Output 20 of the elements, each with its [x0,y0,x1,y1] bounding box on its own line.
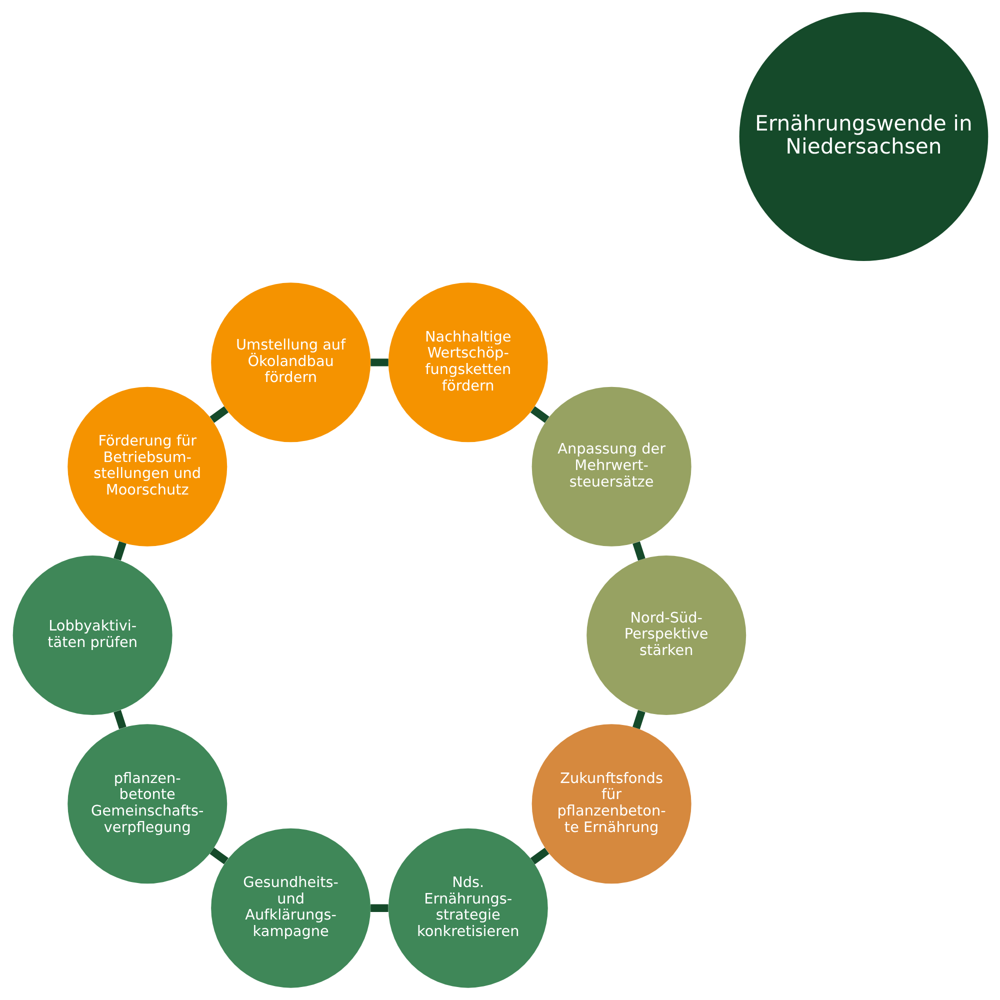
node-circle: Umstellung auf Ökolandbau fördern [210,282,370,442]
connector [209,406,228,423]
node-circle: Ernährungswende in Niedersachsen [738,12,988,261]
node-circle: Gesundheits- und Aufklärungs- kampagne [210,828,370,988]
node-circle: Lobbyaktivi- täten prüfen [12,556,172,715]
connector [530,406,549,423]
connector [209,848,228,864]
node-circle: Nds. Ernährungs- strategie konkretisieren [388,828,548,988]
connector [632,710,645,730]
node-circle: Zukunftsfonds für pflanzenbeton- te Ernährung [531,724,691,884]
node-circle: Anpassung der Mehrwert- steuersätze [531,386,691,546]
connector [530,848,549,864]
node-circle: Förderung für Betriebsum- stellungen und Moorschutz [67,386,227,546]
connector [113,710,126,730]
node-circle: Nachhaltige Wertschöp- fungsketten fördern [388,282,548,442]
connector [370,358,388,366]
connector [632,541,645,561]
node-circle: Nord-Süd- Perspektive stärken [586,556,746,715]
connector [370,904,388,912]
connector [113,541,126,561]
